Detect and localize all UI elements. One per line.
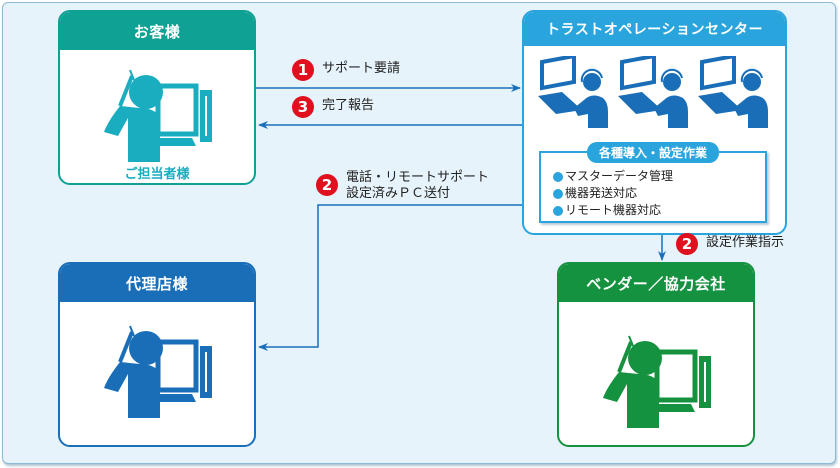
- step-number-badge: 3: [292, 96, 314, 118]
- person-phone-icon: [603, 335, 711, 428]
- agency-title: 代理店様: [60, 264, 254, 302]
- task-item: マスターデータ管理: [553, 168, 673, 185]
- step-number-badge: 2: [676, 233, 698, 255]
- task-item: 機器発送対応: [553, 185, 673, 202]
- operators-icon: [538, 56, 770, 130]
- step-setup-instruction: 2 設定作業指示: [676, 233, 784, 255]
- arrow-remote-support: [258, 204, 522, 351]
- step-label-line-2: 設定済みＰＣ送付: [346, 186, 451, 201]
- person-phone-icon: [104, 325, 212, 418]
- tasks-title: 各種導入・設定作業: [586, 142, 720, 163]
- operation-center-box: トラストオペレーションセンター 各種導入・設定作業 マスターデータ管理 機器発送…: [522, 10, 787, 235]
- step-number-badge: 2: [316, 174, 338, 196]
- bullet-icon: [553, 188, 563, 199]
- customer-title: お客様: [60, 12, 254, 50]
- step-label: サポート要請: [322, 61, 401, 76]
- step-remote-support: 2 電話・リモートサポート 設定済みＰＣ送付: [316, 168, 489, 202]
- step-label: 完了報告: [322, 98, 375, 113]
- bullet-icon: [553, 205, 563, 216]
- operator-icon-3: [696, 56, 770, 130]
- customer-subtitle: ご担当者様: [124, 167, 190, 182]
- step-label-line-1: 電話・リモートサポート: [346, 170, 490, 185]
- person-phone-icon: [104, 69, 212, 162]
- vendor-box: ベンダー／協力会社: [557, 262, 755, 447]
- bullet-icon: [553, 171, 563, 182]
- agency-box: 代理店様: [58, 262, 256, 447]
- operation-center-title: トラストオペレーションセンター: [524, 12, 785, 46]
- operator-icon-2: [616, 56, 690, 130]
- step-completion-report: 3 完了報告: [292, 96, 374, 118]
- step-label: 設定作業指示: [706, 235, 785, 250]
- tasks-list: マスターデータ管理 機器発送対応 リモート機器対応: [553, 168, 673, 219]
- vendor-title: ベンダー／協力会社: [559, 264, 753, 302]
- task-item: リモート機器対応: [553, 202, 673, 219]
- customer-box: お客様 ご担当者様: [58, 10, 256, 185]
- step-support-request: 1 サポート要請: [292, 59, 400, 81]
- tasks-box: 各種導入・設定作業 マスターデータ管理 機器発送対応 リモート機器対応: [539, 142, 767, 223]
- step-number-badge: 1: [292, 59, 314, 81]
